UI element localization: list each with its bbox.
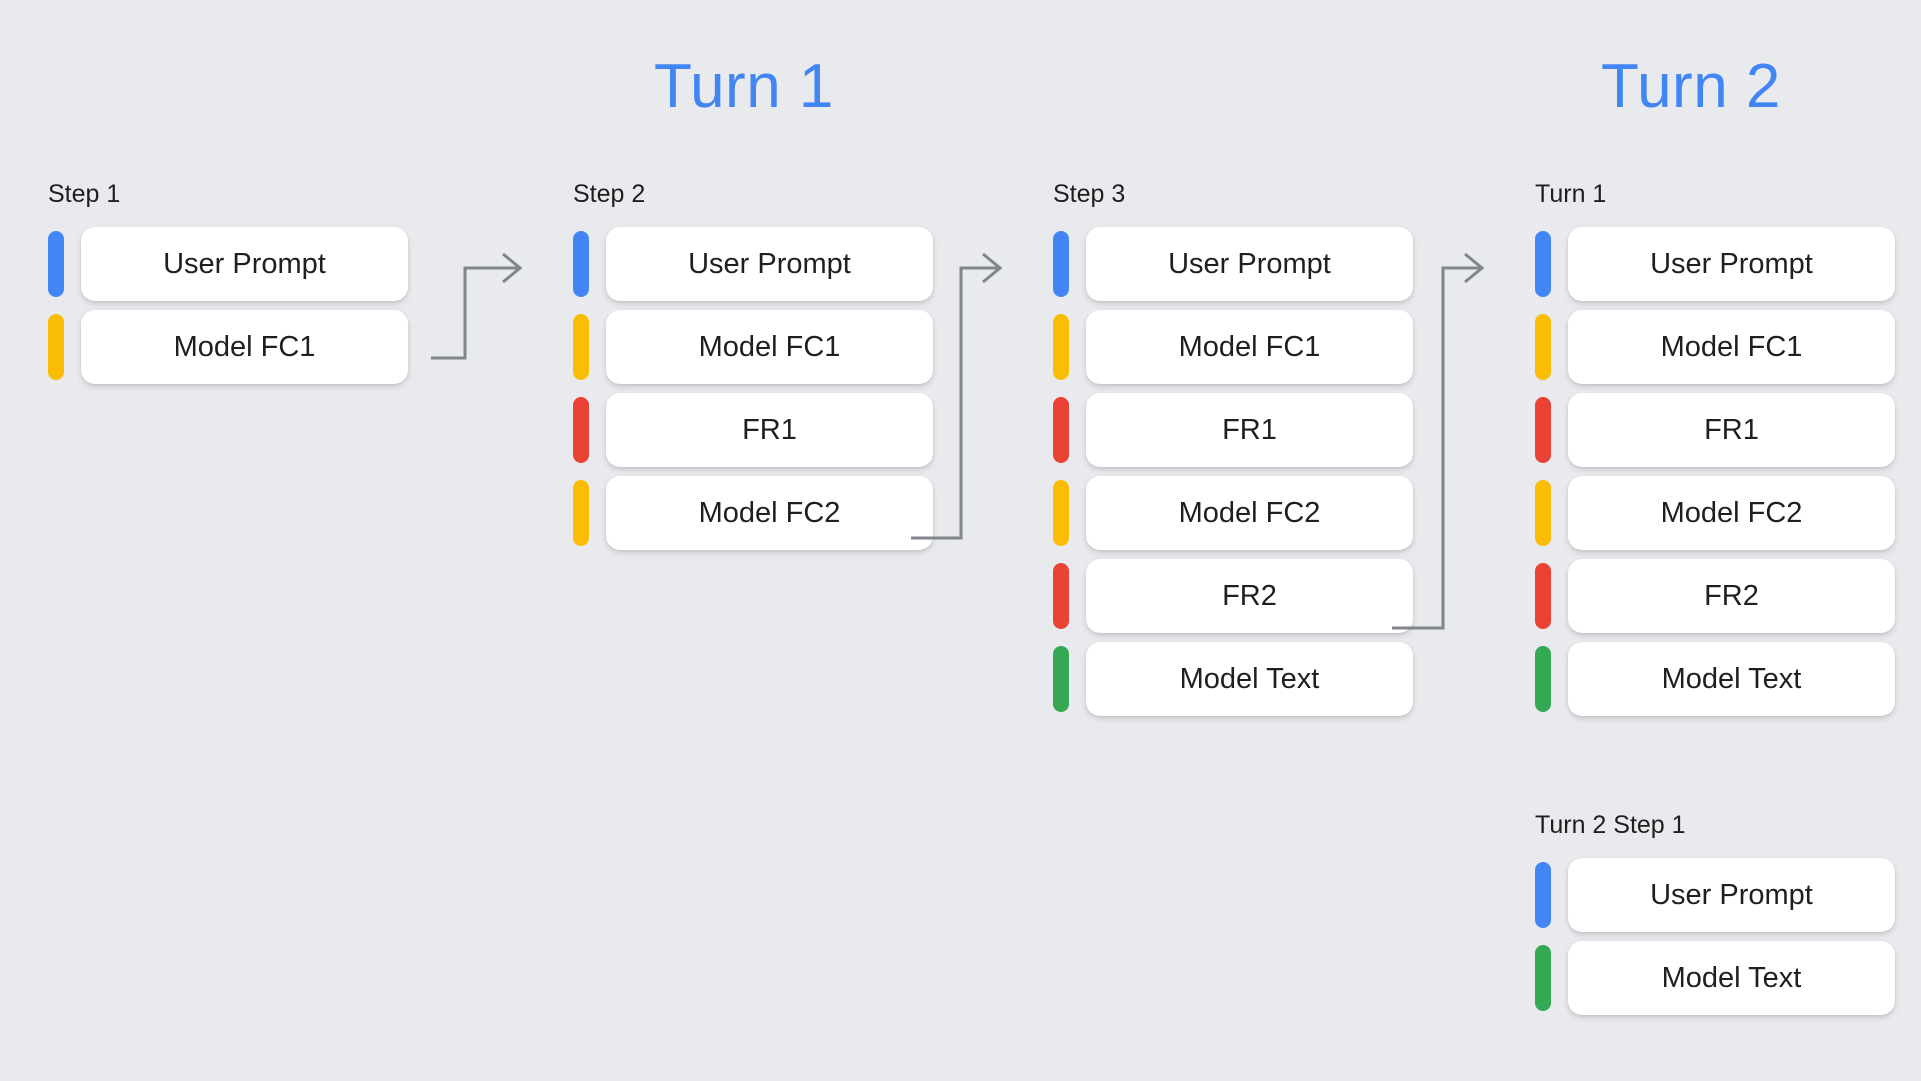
column-step-3: Step 3 User Prompt Model FC1 FR1 Model F… <box>1053 182 1413 716</box>
column-step-1: Step 1 User Prompt Model FC1 <box>48 182 408 384</box>
card-label[interactable]: FR2 <box>1086 559 1413 633</box>
card-label[interactable]: Model FC1 <box>81 310 408 384</box>
turn-2-title: Turn 2 <box>1601 52 1781 121</box>
color-bar-red <box>573 397 589 463</box>
column-label-step-2: Step 2 <box>573 180 646 208</box>
list-item[interactable]: Model FC1 <box>1535 310 1895 384</box>
list-item[interactable]: Model FC1 <box>1053 310 1413 384</box>
card-label[interactable]: Model Text <box>1086 642 1413 716</box>
color-bar-yellow <box>573 480 589 546</box>
color-bar-yellow <box>1053 314 1069 380</box>
list-item[interactable]: User Prompt <box>48 227 408 301</box>
list-item[interactable]: Model Text <box>1535 941 1895 1015</box>
list-item[interactable]: Model FC2 <box>573 476 933 550</box>
card-label[interactable]: Model Text <box>1568 941 1895 1015</box>
card-label[interactable]: User Prompt <box>1568 227 1895 301</box>
color-bar-red <box>1053 563 1069 629</box>
card-label[interactable]: Model FC1 <box>1568 310 1895 384</box>
turn-1-title: Turn 1 <box>654 52 834 121</box>
color-bar-yellow <box>1535 480 1551 546</box>
column-step-2: Step 2 User Prompt Model FC1 FR1 Model F… <box>573 182 933 550</box>
list-item[interactable]: FR1 <box>1535 393 1895 467</box>
card-label[interactable]: FR1 <box>1086 393 1413 467</box>
rows-step-1: User Prompt Model FC1 <box>48 227 408 384</box>
color-bar-red <box>1535 563 1551 629</box>
list-item[interactable]: FR2 <box>1535 559 1895 633</box>
list-item[interactable]: Model FC1 <box>48 310 408 384</box>
card-label[interactable]: Model FC1 <box>1086 310 1413 384</box>
card-label[interactable]: User Prompt <box>1568 858 1895 932</box>
color-bar-yellow <box>1053 480 1069 546</box>
list-item[interactable]: User Prompt <box>573 227 933 301</box>
connector-step1-to-step2 <box>431 252 523 360</box>
card-label[interactable]: Model FC2 <box>1086 476 1413 550</box>
color-bar-red <box>1535 397 1551 463</box>
color-bar-yellow <box>1535 314 1551 380</box>
list-item[interactable]: Model FC2 <box>1053 476 1413 550</box>
card-label[interactable]: User Prompt <box>606 227 933 301</box>
color-bar-blue <box>1053 231 1069 297</box>
column-label-step-1: Step 1 <box>48 180 121 208</box>
list-item[interactable]: FR1 <box>1053 393 1413 467</box>
list-item[interactable]: Model FC1 <box>573 310 933 384</box>
color-bar-blue <box>573 231 589 297</box>
rows-step-3: User Prompt Model FC1 FR1 Model FC2 FR2 … <box>1053 227 1413 716</box>
card-label[interactable]: Model Text <box>1568 642 1895 716</box>
rows-step-2: User Prompt Model FC1 FR1 Model FC2 <box>573 227 933 550</box>
rows-turn-2-step-1: User Prompt Model Text <box>1535 858 1895 1015</box>
column-label-turn-2-step-1: Turn 2 Step 1 <box>1535 811 1686 839</box>
color-bar-green <box>1535 945 1551 1011</box>
color-bar-blue <box>48 231 64 297</box>
card-label[interactable]: FR1 <box>1568 393 1895 467</box>
color-bar-blue <box>1535 862 1551 928</box>
rows-turn-1: User Prompt Model FC1 FR1 Model FC2 FR2 … <box>1535 227 1895 716</box>
card-label[interactable]: User Prompt <box>81 227 408 301</box>
list-item[interactable]: FR2 <box>1053 559 1413 633</box>
card-label[interactable]: Model FC2 <box>606 476 933 550</box>
column-turn-1: Turn 1 User Prompt Model FC1 FR1 Model F… <box>1535 182 1895 716</box>
color-bar-green <box>1535 646 1551 712</box>
list-item[interactable]: User Prompt <box>1053 227 1413 301</box>
list-item[interactable]: User Prompt <box>1535 858 1895 932</box>
color-bar-red <box>1053 397 1069 463</box>
color-bar-yellow <box>573 314 589 380</box>
card-label[interactable]: FR1 <box>606 393 933 467</box>
card-label[interactable]: Model FC1 <box>606 310 933 384</box>
list-item[interactable]: Model FC2 <box>1535 476 1895 550</box>
list-item[interactable]: FR1 <box>573 393 933 467</box>
column-turn-2-step-1: Turn 2 Step 1 User Prompt Model Text <box>1535 813 1895 1015</box>
list-item[interactable]: Model Text <box>1053 642 1413 716</box>
list-item[interactable]: Model Text <box>1535 642 1895 716</box>
card-label[interactable]: FR2 <box>1568 559 1895 633</box>
color-bar-blue <box>1535 231 1551 297</box>
card-label[interactable]: User Prompt <box>1086 227 1413 301</box>
list-item[interactable]: User Prompt <box>1535 227 1895 301</box>
color-bar-green <box>1053 646 1069 712</box>
column-label-step-3: Step 3 <box>1053 180 1126 208</box>
color-bar-yellow <box>48 314 64 380</box>
card-label[interactable]: Model FC2 <box>1568 476 1895 550</box>
column-label-turn-1: Turn 1 <box>1535 180 1607 208</box>
